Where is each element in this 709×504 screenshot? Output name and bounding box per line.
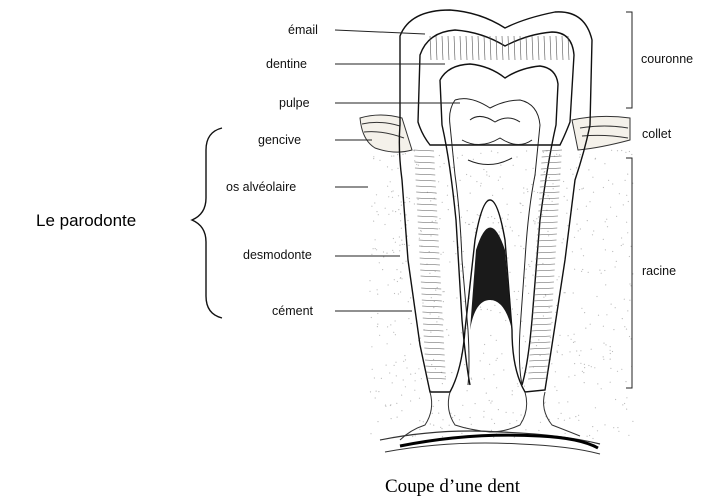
parodonte-brace — [192, 128, 222, 318]
apical-vessels — [380, 392, 600, 454]
label-collet: collet — [642, 128, 671, 141]
label-os-alveolaire: os alvéolaire — [226, 181, 296, 194]
label-pulpe: pulpe — [279, 97, 310, 110]
label-couronne: couronne — [641, 53, 693, 66]
dentine-tubules — [414, 36, 569, 379]
label-desmodonte: desmodonte — [243, 249, 312, 262]
racine-bracket — [626, 158, 632, 388]
tooth-outline — [399, 10, 592, 392]
label-dentine: dentine — [266, 58, 307, 71]
label-le-parodonte: Le parodonte — [36, 212, 136, 229]
label-email: émail — [288, 24, 318, 37]
label-racine: racine — [642, 265, 676, 278]
label-gencive: gencive — [258, 134, 301, 147]
diagram-caption: Coupe d’une dent — [385, 477, 520, 496]
right-brackets — [626, 12, 632, 388]
label-cement: cément — [272, 305, 313, 318]
leader-lines — [335, 30, 460, 311]
couronne-bracket — [626, 12, 632, 108]
